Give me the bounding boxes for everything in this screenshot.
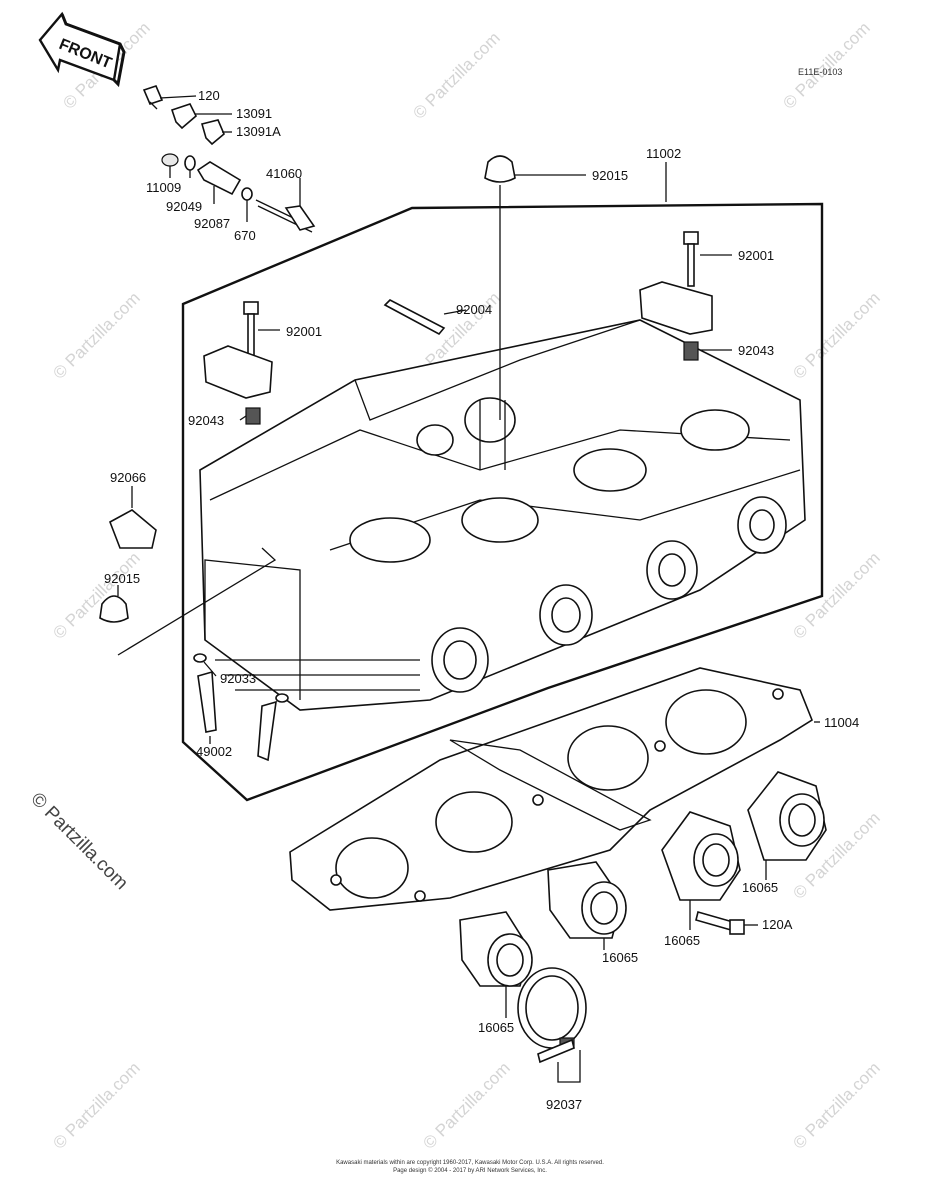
part-label-92043-left: 92043 <box>188 413 224 428</box>
watermark-main: © Partzilla.com <box>26 789 131 894</box>
part-label-13091a: 13091A <box>236 124 281 139</box>
part-label-11009: 11009 <box>146 180 181 195</box>
cap-92015-left <box>99 595 129 623</box>
bolt-92001-right <box>639 231 713 361</box>
footer-line-1: Kawasaki materials within are copyright … <box>336 1160 604 1166</box>
bolt-92001-left <box>203 301 273 425</box>
watermark-text: © Partzilla.com <box>49 548 143 642</box>
part-label-16065-d: 16065 <box>742 880 778 895</box>
part-label-92004: 92004 <box>456 302 492 317</box>
leader-lines <box>117 95 820 1018</box>
cylinder-head <box>199 319 806 711</box>
part-label-92087: 92087 <box>194 216 230 231</box>
copyright-footer: Kawasaki materials within are copyright … <box>336 1160 604 1174</box>
part-label-670: 670 <box>234 228 256 243</box>
part-label-92043-right: 92043 <box>738 343 774 358</box>
head-gasket-11004 <box>289 667 813 911</box>
part-label-92001-left: 92001 <box>286 324 322 339</box>
part-label-16065-b: 16065 <box>602 950 638 965</box>
watermark-text: © Partzilla.com <box>779 18 873 112</box>
part-label-92066: 92066 <box>110 470 146 485</box>
part-label-41060: 41060 <box>266 166 302 181</box>
leader-92015-left <box>117 547 277 656</box>
watermark-text: © Partzilla.com <box>789 548 883 642</box>
part-label-92001-right: 92001 <box>738 248 774 263</box>
part-label-92049: 92049 <box>166 199 202 214</box>
watermark-text: © Partzilla.com <box>419 1058 513 1152</box>
carb-holder-16065-c <box>661 811 741 901</box>
bolt-120a <box>695 911 745 935</box>
part-label-16065-a: 16065 <box>478 1020 514 1035</box>
part-label-13091: 13091 <box>236 106 272 121</box>
stud-92004 <box>383 299 446 336</box>
watermark-text: © Partzilla.com <box>49 1058 143 1152</box>
part-label-92033: 92033 <box>220 671 256 686</box>
valve-guide-49002 <box>193 653 289 762</box>
front-arrow-badge: FRONT <box>38 11 126 88</box>
watermark-text: © Partzilla.com <box>789 288 883 382</box>
part-labels: 120 13091 13091A 11009 92049 92087 670 4… <box>104 88 859 1112</box>
part-label-49002: 49002 <box>196 744 232 759</box>
watermark-text: © Partzilla.com <box>789 1058 883 1152</box>
part-label-120: 120 <box>198 88 220 103</box>
part-label-92037: 92037 <box>546 1097 582 1112</box>
watermark-text: © Partzilla.com <box>49 288 143 382</box>
part-label-92015-top: 92015 <box>592 168 628 183</box>
part-label-120a: 120A <box>762 917 793 932</box>
cap-92066 <box>109 509 157 549</box>
part-label-11002: 11002 <box>646 146 681 161</box>
carb-holder-16065-d <box>747 771 827 861</box>
part-label-92015-left: 92015 <box>104 571 140 586</box>
carb-holder-16065-b <box>547 861 627 939</box>
part-label-16065-c: 16065 <box>664 933 700 948</box>
footer-line-2: Page design © 2004 - 2017 by ARI Network… <box>393 1167 547 1174</box>
carb-holder-16065-a <box>459 911 533 987</box>
clamp-92037 <box>517 967 587 1083</box>
diagram-code: E11E-0103 <box>798 67 842 77</box>
parts-upper-left <box>142 85 316 233</box>
cap-92015-top <box>484 155 516 420</box>
part-label-11004: 11004 <box>824 715 859 730</box>
watermark-text: © Partzilla.com <box>409 28 503 122</box>
cylinder-head-frame <box>181 202 824 802</box>
